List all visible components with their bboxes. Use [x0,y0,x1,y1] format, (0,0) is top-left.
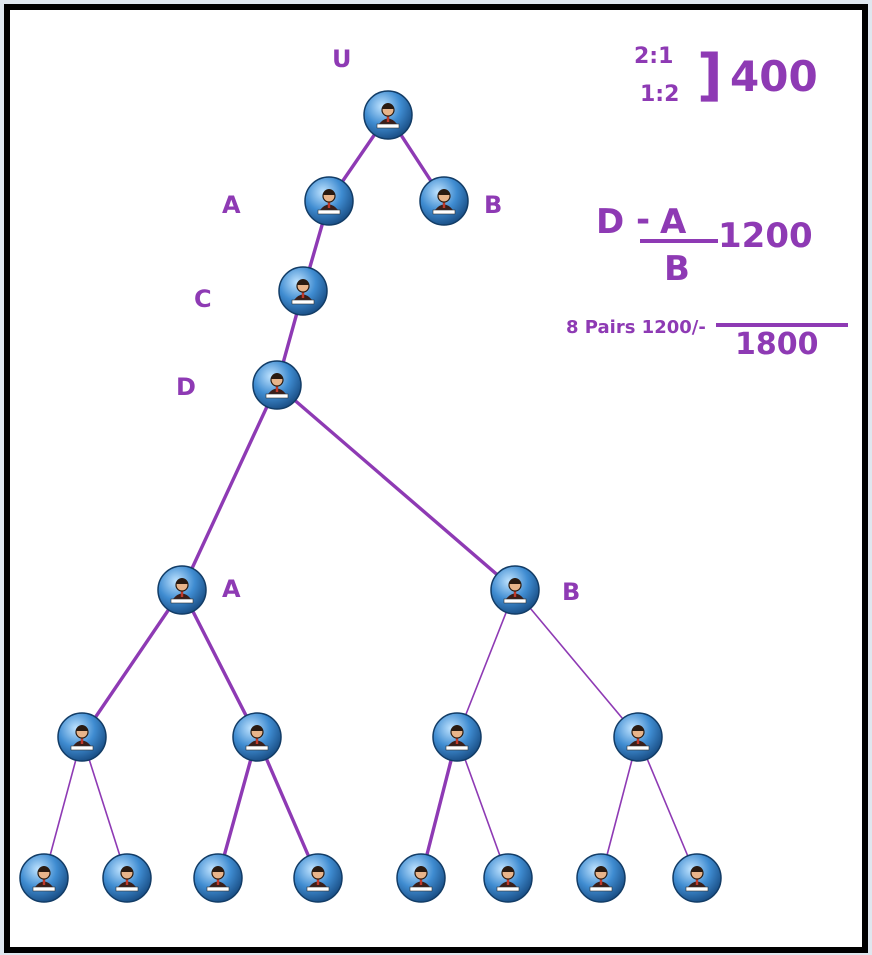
person-icon [432,189,456,215]
person-icon [317,189,341,215]
ratio-bottom: 1:2 [640,82,680,107]
fraction-minus: - [636,200,651,240]
person-icon [409,866,433,892]
diagram-frame [4,4,868,953]
edge-d-a2 [180,384,279,591]
edge-b2-l3 [456,589,516,738]
person-icon [496,866,520,892]
person-icon [626,725,650,751]
edge-l2-m4 [255,736,320,879]
label-upper-a: A [222,191,241,219]
fraction-denominator-b: B [664,249,690,289]
label-upper-b: B [484,191,503,219]
person-icon [170,578,194,604]
tree-node-c [278,266,328,316]
fraction-amount: 1200 [718,216,813,256]
tree-node-m8 [672,853,722,903]
pairs-note: 8 Pairs 1200/- [566,317,706,338]
label-c: C [194,285,212,313]
ratio-top: 2:1 [634,44,674,69]
total-amount: 1800 [735,327,819,362]
fraction-numerator-a: A [660,202,687,242]
tree-node-a1 [304,176,354,226]
tree-node-m3 [193,853,243,903]
person-icon [115,866,139,892]
person-icon [245,725,269,751]
person-icon [291,279,315,305]
person-icon [685,866,709,892]
label-lower-b: B [562,578,581,606]
edge-a2-l2 [180,589,259,738]
tree-node-m4 [293,853,343,903]
person-icon [70,725,94,751]
person-icon [206,866,230,892]
label-lower-a: A [222,575,241,603]
edge-d-b2 [275,383,517,592]
tree-node-l4 [613,712,663,762]
person-icon [376,103,400,129]
person-icon [306,866,330,892]
fraction-lhs-d: D [596,202,625,242]
label-root-u: U [332,45,352,73]
person-icon [32,866,56,892]
tree-node-l3 [432,712,482,762]
tree-node-m6 [483,853,533,903]
edge-l4-m8 [637,736,698,879]
tree-node-m2 [102,853,152,903]
person-icon [265,373,289,399]
tree-node-l2 [232,712,282,762]
tree-node-b2 [490,565,540,615]
ratio-bracket: ] [697,43,723,108]
person-icon [589,866,613,892]
tree-node-m1 [19,853,69,903]
person-icon [503,578,527,604]
edge-b2-l4 [514,589,639,738]
tree-node-u [363,90,413,140]
tree-node-b1 [419,176,469,226]
tree-node-d [252,360,302,410]
tree-node-l1 [57,712,107,762]
edge-a2-l1 [80,589,184,738]
tree-nodes [19,90,722,903]
person-icon [445,725,469,751]
label-d: D [176,373,196,401]
edge-l3-m6 [456,736,509,879]
tree-node-m5 [396,853,446,903]
tree-node-a2 [157,565,207,615]
tree-node-m7 [576,853,626,903]
ratio-amount: 400 [730,52,818,101]
